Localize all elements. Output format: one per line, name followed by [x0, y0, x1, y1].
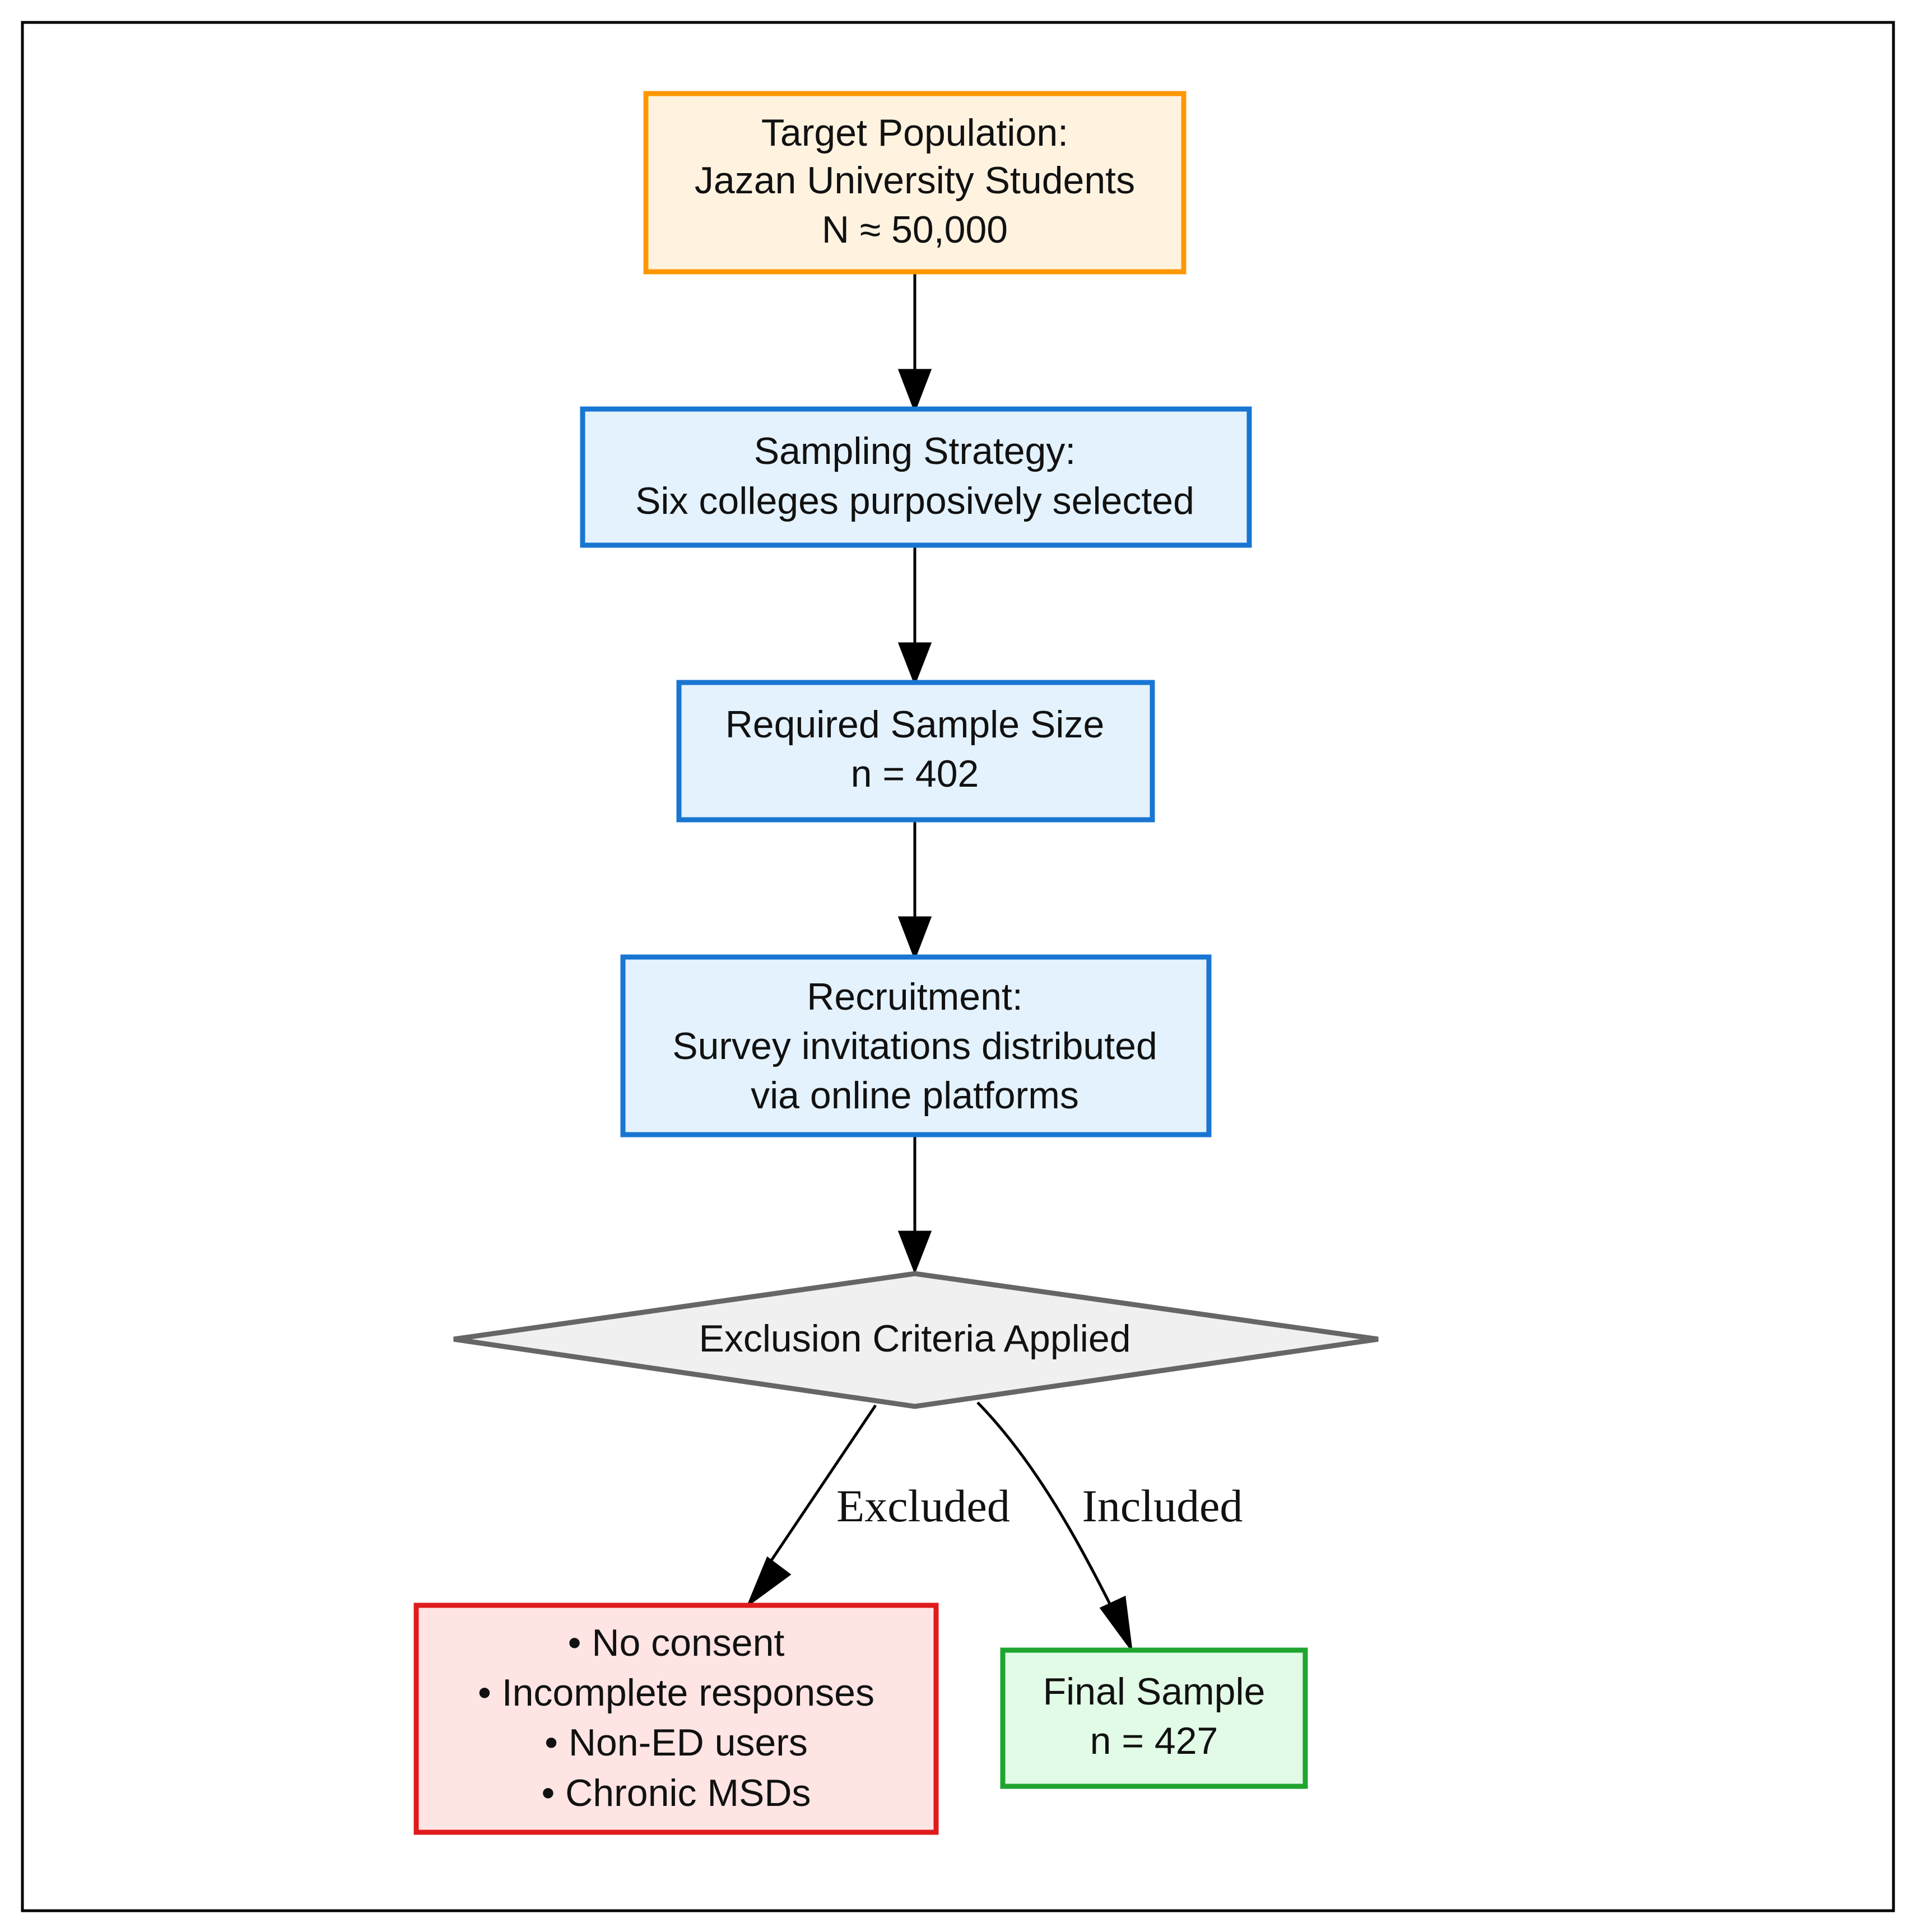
arrowhead-recruitment-to-exclusion: [897, 1230, 932, 1275]
excluded-item-2: • Incomplete responses: [478, 1671, 874, 1714]
excluded-item-1: • No consent: [568, 1622, 785, 1664]
node-recruitment-box: [620, 954, 1212, 1137]
arrowhead-target-to-sampling: [897, 369, 932, 414]
node-exclusion-criteria: Exclusion Criteria Applied: [453, 1271, 1379, 1409]
node-target-population-box: [643, 91, 1187, 275]
arrowhead-exclusion-to-excluded: [746, 1556, 792, 1608]
node-target-population: Target Population: Jazan University Stud…: [643, 91, 1187, 275]
excluded-item-3: • Non-ED users: [545, 1721, 808, 1764]
sampling-line1: Sampling Strategy:: [754, 430, 1076, 472]
recruitment-line3: via online platforms: [751, 1074, 1079, 1117]
edge-label-included: Included: [1082, 1480, 1243, 1531]
target-line2: Jazan University Students: [695, 159, 1135, 202]
node-required-sample-size: Required Sample Size n = 402: [676, 680, 1155, 823]
final-line2: n = 427: [1090, 1720, 1218, 1762]
arrowhead-samplesize-to-recruitment: [897, 916, 932, 961]
recruitment-line2: Survey invitations distributed: [672, 1025, 1157, 1067]
node-excluded-list-box: [413, 1603, 939, 1835]
arrowhead-exclusion-to-final: [1099, 1595, 1133, 1654]
edge-exclusion-to-final: [976, 1401, 1116, 1615]
node-exclusion-criteria-diamond: [453, 1271, 1379, 1409]
samplesize-line2: n = 402: [851, 753, 979, 795]
node-sampling-strategy: Sampling Strategy: Six colleges purposiv…: [580, 406, 1252, 548]
recruitment-line1: Recruitment:: [807, 976, 1022, 1018]
node-final-sample: Final Sample n = 427: [1000, 1647, 1308, 1789]
node-required-sample-size-box: [676, 680, 1155, 823]
target-line1: Target Population:: [761, 112, 1068, 154]
edges: [746, 273, 1133, 1654]
samplesize-line1: Required Sample Size: [725, 703, 1105, 746]
edge-label-excluded: Excluded: [836, 1480, 1010, 1531]
node-sampling-strategy-box: [580, 406, 1252, 548]
edge-exclusion-to-excluded: [760, 1404, 877, 1576]
node-recruitment: Recruitment: Survey invitations distribu…: [620, 954, 1212, 1137]
node-final-sample-box: [1000, 1647, 1308, 1789]
target-line3: N ≈ 50,000: [822, 208, 1008, 251]
excluded-item-4: • Chronic MSDs: [541, 1772, 811, 1814]
sampling-line2: Six colleges purposively selected: [635, 480, 1194, 522]
arrowhead-sampling-to-samplesize: [897, 642, 932, 686]
exclusion-label: Exclusion Criteria Applied: [699, 1317, 1130, 1360]
node-excluded-list: • No consent • Incomplete responses • No…: [413, 1603, 939, 1835]
final-line1: Final Sample: [1043, 1670, 1265, 1713]
